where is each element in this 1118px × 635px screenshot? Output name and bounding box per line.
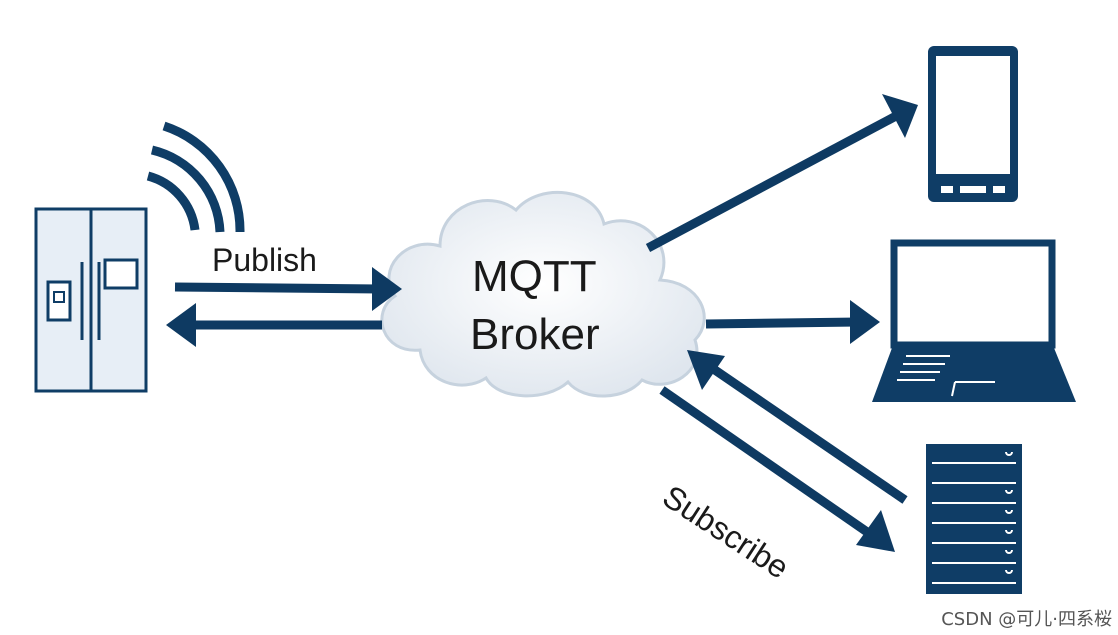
publish-arrow (174, 267, 402, 311)
smartphone-icon (928, 46, 1018, 202)
arrow-to-phone (645, 94, 918, 252)
server-rack-icon (926, 444, 1022, 594)
publish-label: Publish (212, 242, 317, 278)
cloud-icon (380, 190, 706, 398)
broker-title-line1: MQTT (472, 252, 597, 301)
subscribe-arrow (687, 350, 908, 504)
wifi-signal-icon (146, 121, 245, 233)
arrow-to-laptop (705, 300, 880, 344)
watermark: CSDN @可儿·四系桜 (941, 609, 1112, 630)
broker-title-line2: Broker (470, 310, 600, 359)
laptop-icon (872, 239, 1076, 402)
refrigerator-icon (34, 207, 148, 393)
arrow-to-server (659, 386, 895, 552)
return-arrow (166, 303, 382, 347)
